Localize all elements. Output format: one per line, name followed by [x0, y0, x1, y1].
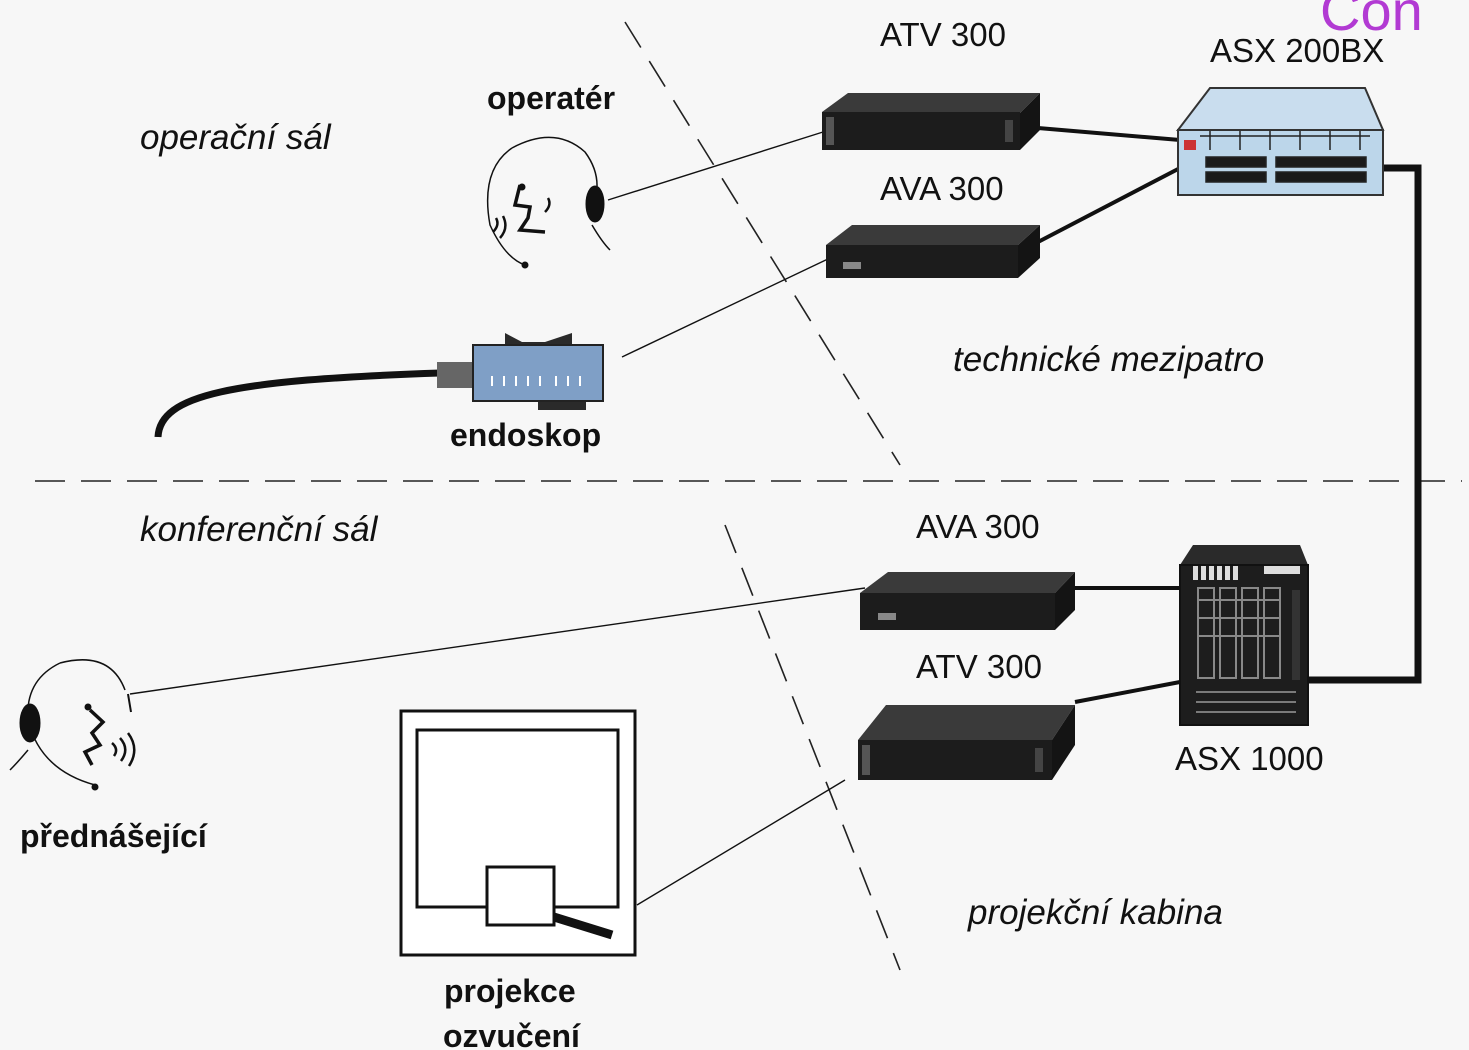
- link-atv-asx1000: [1074, 680, 1181, 704]
- label-sound: ozvučení: [443, 1018, 580, 1050]
- label-endoscope: endoskop: [450, 417, 602, 453]
- link-ava-asx200: [1037, 166, 1181, 244]
- zone-label-operating-room: operační sál: [140, 118, 331, 157]
- label-lecturer: přednášející: [20, 818, 207, 854]
- zone-label-technical-floor: technické mezipatro: [953, 340, 1265, 379]
- atv300-top-unit: [822, 93, 1040, 150]
- atv300-bottom-unit: [858, 705, 1075, 780]
- lower-diagonal-divider: [724, 524, 901, 971]
- label-ava300-bottom: AVA 300: [916, 508, 1040, 545]
- asx200-port-panel: [1200, 131, 1370, 183]
- label-projection: projekce: [444, 973, 576, 1009]
- zone-dividers: [35, 21, 1462, 971]
- projection-screen: [399, 709, 637, 957]
- asx1000-bottom-vents: [1196, 691, 1296, 713]
- link-lecturer-ava: [129, 587, 866, 695]
- label-operator: operatér: [487, 80, 616, 116]
- endoscope-cable: [154, 369, 441, 438]
- label-asx1000: ASX 1000: [1175, 740, 1324, 777]
- upper-diagonal-divider: [624, 21, 901, 466]
- connections: [129, 126, 1422, 906]
- label-atv300-top: ATV 300: [880, 16, 1006, 53]
- link-asx200-asx1000: [1308, 164, 1422, 684]
- label-asx200bx: ASX 200BX: [1210, 32, 1385, 69]
- ava300-top-unit: [826, 225, 1040, 278]
- link-endoscope-ava: [621, 257, 831, 358]
- lecturer-headset-figure: [9, 659, 136, 791]
- asx1000-rack: [1179, 545, 1309, 726]
- link-operator-atv: [607, 131, 824, 201]
- corner-title-fragment: Con: [1320, 0, 1423, 42]
- asx1000-vents: [1193, 566, 1300, 580]
- zone-label-conference-room: konferenční sál: [140, 510, 378, 549]
- operator-headset-figure: [486, 136, 611, 269]
- endoscope-camera: [437, 333, 604, 410]
- ava300-bottom-unit: [860, 572, 1075, 630]
- link-atv-asx200: [1037, 126, 1181, 142]
- label-atv300-bottom: ATV 300: [916, 648, 1042, 685]
- asx200bx-switch: [1175, 87, 1385, 196]
- link-projector-atv: [636, 779, 846, 906]
- asx1000-card-slots: [1197, 587, 1281, 679]
- label-ava300-top: AVA 300: [880, 170, 1004, 207]
- zone-label-projection-booth: projekční kabina: [968, 893, 1223, 932]
- endoscope-buttons: [491, 376, 581, 386]
